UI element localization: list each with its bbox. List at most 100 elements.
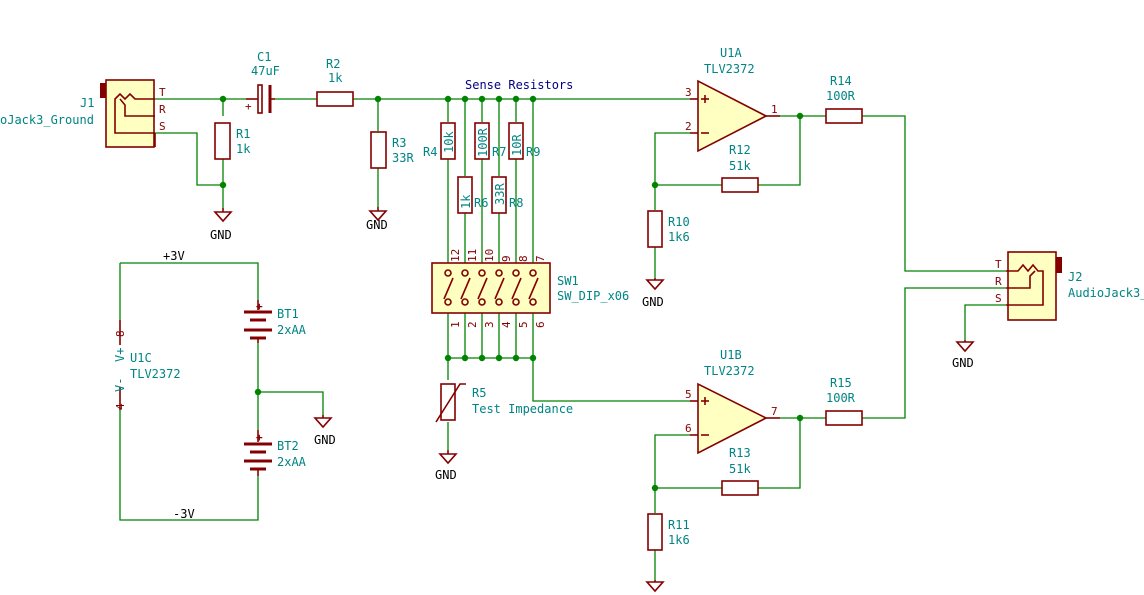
switch-contact: [444, 298, 452, 306]
sw1-value: SW_DIP_x06: [557, 289, 629, 303]
u1b-ref: U1B: [720, 348, 742, 362]
r8-value: 33R: [493, 183, 507, 205]
r13-value: 51k: [729, 462, 751, 476]
bt2-value: 2xAA: [277, 455, 307, 469]
j2-pin-s: S: [995, 292, 1002, 305]
j1-pin-s: S: [159, 120, 166, 133]
switch-contact: [495, 269, 503, 277]
c1-plus-sign: +: [245, 100, 252, 113]
sw1-pin-3: 3: [483, 321, 496, 328]
r9-value: 10R: [510, 134, 524, 156]
r13-ref: R13: [729, 446, 751, 460]
r9-ref: R9: [526, 145, 540, 159]
u1a-value: TLV2372: [704, 62, 755, 76]
resistor-r5-variable: [435, 383, 466, 423]
sw1-pin-9: 9: [500, 255, 513, 262]
r7-value: 100R: [476, 127, 490, 157]
gnd-symbol: [955, 340, 975, 353]
switch-contact: [461, 269, 469, 277]
j1-pin-t: T: [159, 86, 166, 99]
r8-ref: R8: [509, 196, 523, 210]
c1-ref: C1: [257, 50, 271, 64]
switch-contact: [529, 269, 537, 277]
bt1-value: 2xAA: [277, 323, 307, 337]
u1b-pin-plus: 5: [685, 388, 692, 401]
switch-contact: [529, 298, 537, 306]
j2-value: AudioJack3_: [1068, 286, 1144, 300]
resistor-r13: [721, 480, 759, 496]
j2-pin-r: R: [995, 275, 1002, 288]
gnd-symbol: [213, 208, 233, 223]
resistor-r1: [214, 122, 231, 160]
r14-ref: R14: [830, 74, 852, 88]
switch-contact: [512, 298, 520, 306]
r15-ref: R15: [830, 376, 852, 390]
gnd-label-r10: GND: [642, 295, 664, 309]
r5-value: Test Impedance: [472, 402, 573, 416]
r10-value: 1k6: [668, 230, 690, 244]
switch-lever: [511, 277, 522, 300]
u1a-pin-out: 1: [771, 103, 778, 116]
r7-ref: R7: [492, 145, 506, 159]
sw1-pin-4: 4: [500, 321, 513, 328]
switch-contact: [478, 269, 486, 277]
u1b-pin-out: 7: [771, 405, 778, 418]
resistor-r11: [647, 513, 663, 551]
bt2-plus-sign: +: [256, 431, 263, 444]
j1-value: oJack3_Ground: [0, 113, 94, 127]
switch-contact: [512, 269, 520, 277]
u1a-pin-plus: 3: [685, 86, 692, 99]
resistor-r8: [491, 176, 507, 214]
switch-lever: [443, 277, 454, 300]
gnd-symbol: [438, 450, 458, 465]
bt1-plus-sign: +: [256, 300, 263, 313]
battery-bt2: [244, 430, 272, 476]
u1b-pin-minus: 6: [685, 422, 692, 435]
battery-bt1: [244, 300, 272, 343]
opamp-u1b: [690, 382, 780, 455]
gnd-label-r5: GND: [435, 468, 457, 482]
r12-ref: R12: [729, 143, 751, 157]
net-pos3v: +3V: [163, 249, 185, 263]
switch-lever: [494, 277, 505, 300]
r2-value: 1k: [328, 71, 343, 85]
sw1-pin-6: 6: [534, 321, 547, 328]
r1-value: 1k: [236, 142, 251, 156]
j2-pin-t: T: [995, 258, 1002, 271]
j1-pin-r: R: [159, 103, 166, 116]
u1c-pin-vn: 4: [114, 403, 127, 410]
wires: [119, 98, 1006, 580]
r4-ref: R4: [423, 145, 437, 159]
jack-j2: [1006, 251, 1062, 321]
sw1-pin-12: 12: [449, 249, 462, 262]
switch-lever: [528, 277, 539, 300]
switch-lever: [477, 277, 488, 300]
u1c-vp-label: V+: [113, 348, 127, 362]
r4-value: 10k: [442, 131, 456, 153]
sw1-pin-1: 1: [449, 321, 462, 328]
r1-ref: R1: [236, 127, 250, 141]
gnd-label-r3: GND: [366, 218, 388, 232]
u1a-ref: U1A: [720, 46, 742, 60]
junctions: [219, 95, 804, 492]
sense-resistors-label: Sense Resistors: [465, 78, 573, 92]
resistor-r15: [825, 410, 863, 426]
opamp-u1a: [690, 79, 780, 153]
gnd-label-battery: GND: [314, 433, 336, 447]
resistor-r12: [721, 177, 759, 193]
r3-value: 33R: [392, 151, 414, 165]
resistor-r9: [508, 122, 524, 160]
resistor-r6: [457, 176, 473, 214]
sw1-pin-2: 2: [466, 321, 479, 328]
r3-ref: R3: [392, 136, 406, 150]
resistor-r4: [440, 122, 456, 160]
bt2-ref: BT2: [277, 439, 299, 453]
j1-ref: J1: [80, 96, 94, 110]
sw1-pin-7: 7: [534, 255, 547, 262]
switch-lever: [460, 277, 471, 300]
sw1-pin-5: 5: [517, 321, 530, 328]
dip-switch-sw1: [431, 262, 551, 314]
net-neg3v: -3V: [173, 507, 195, 521]
gnd-label-j2: GND: [952, 356, 974, 370]
